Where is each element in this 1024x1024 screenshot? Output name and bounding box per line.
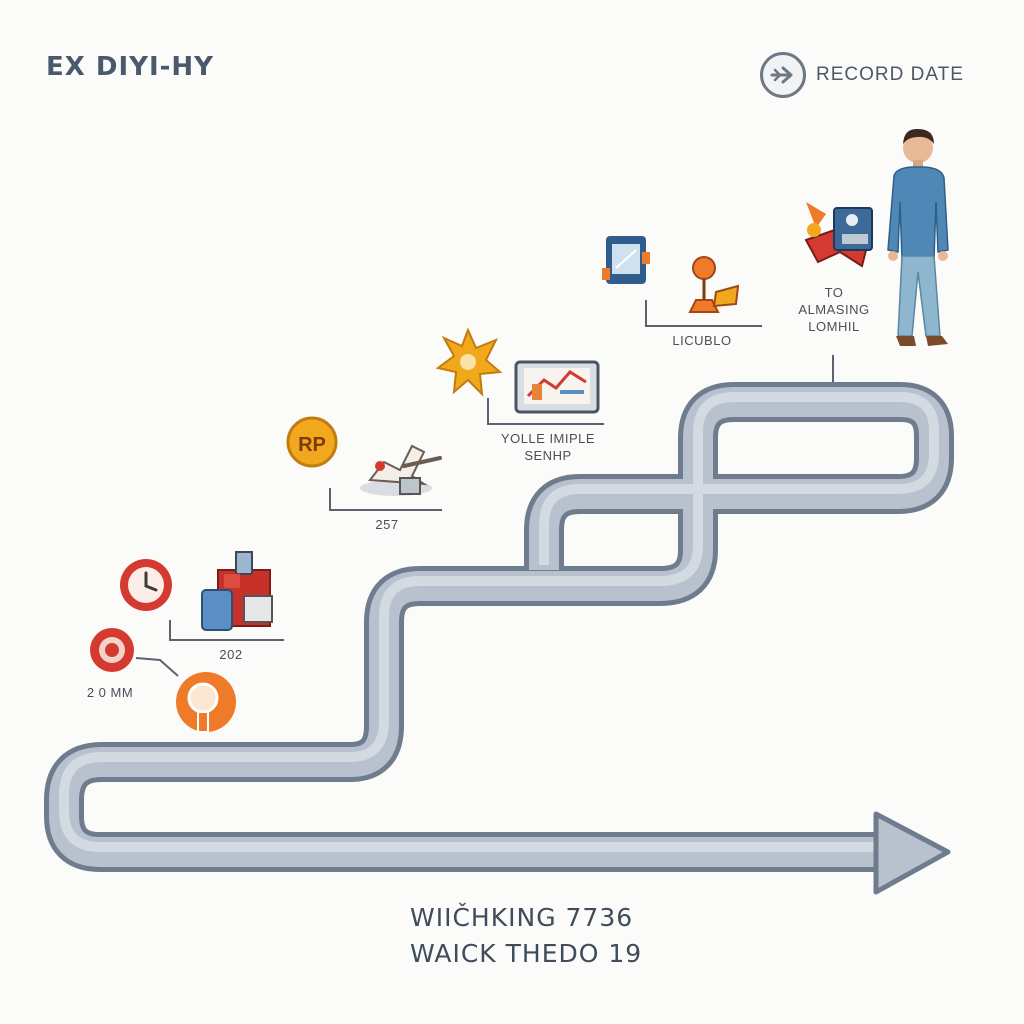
milestone-connectors [135,300,834,677]
milestone-label: 257 [375,517,399,532]
milestone-label-line: SENHP [524,448,572,463]
milestone-label: 2 0 MM [86,685,134,700]
gear-spark-icon [435,327,503,397]
person-figure [887,128,949,346]
winding-path [44,382,954,895]
record-date-button[interactable]: RECORD DATE [760,52,964,98]
rp-coin-icon: RP [286,416,338,468]
milestone-label: TO ALMASING LOMHIL [784,284,884,335]
svg-text:RP: RP [298,434,326,456]
page-title: EX DIYI-HY [46,52,214,82]
office-supplies-icon [201,551,273,631]
footer-caption: WIIČHKING 7736 WAICK THEDO 19 [410,900,642,972]
milestone-label: LICUBLO [672,333,732,348]
milestone-label-line: TO [824,285,844,300]
arrow-head [873,811,951,895]
screen-device-icon [602,236,650,284]
desk-lamp-icon [688,256,740,313]
monitor-chart-icon [514,360,600,414]
arrow-right-icon [760,52,806,98]
milestone-label: 202 [219,647,243,662]
milestone-label-line: ALMASING [798,302,870,317]
milestone-label-line: YOLLE IMIPLE [500,431,596,446]
footer-line-1: WIIČHKING 7736 [410,903,634,932]
record-date-label: RECORD DATE [816,64,964,85]
milestone-label-line: LOMHIL [808,319,860,334]
milestone-label: YOLLE IMIPLE SENHP [488,430,608,464]
machinery-icon [804,202,873,268]
robot-arm-icon [360,444,442,496]
clock-icon [120,559,172,611]
target-badge-icon [90,628,134,672]
magnifier-key-icon [176,672,236,733]
footer-line-2: WAICK THEDO 19 [410,939,643,968]
